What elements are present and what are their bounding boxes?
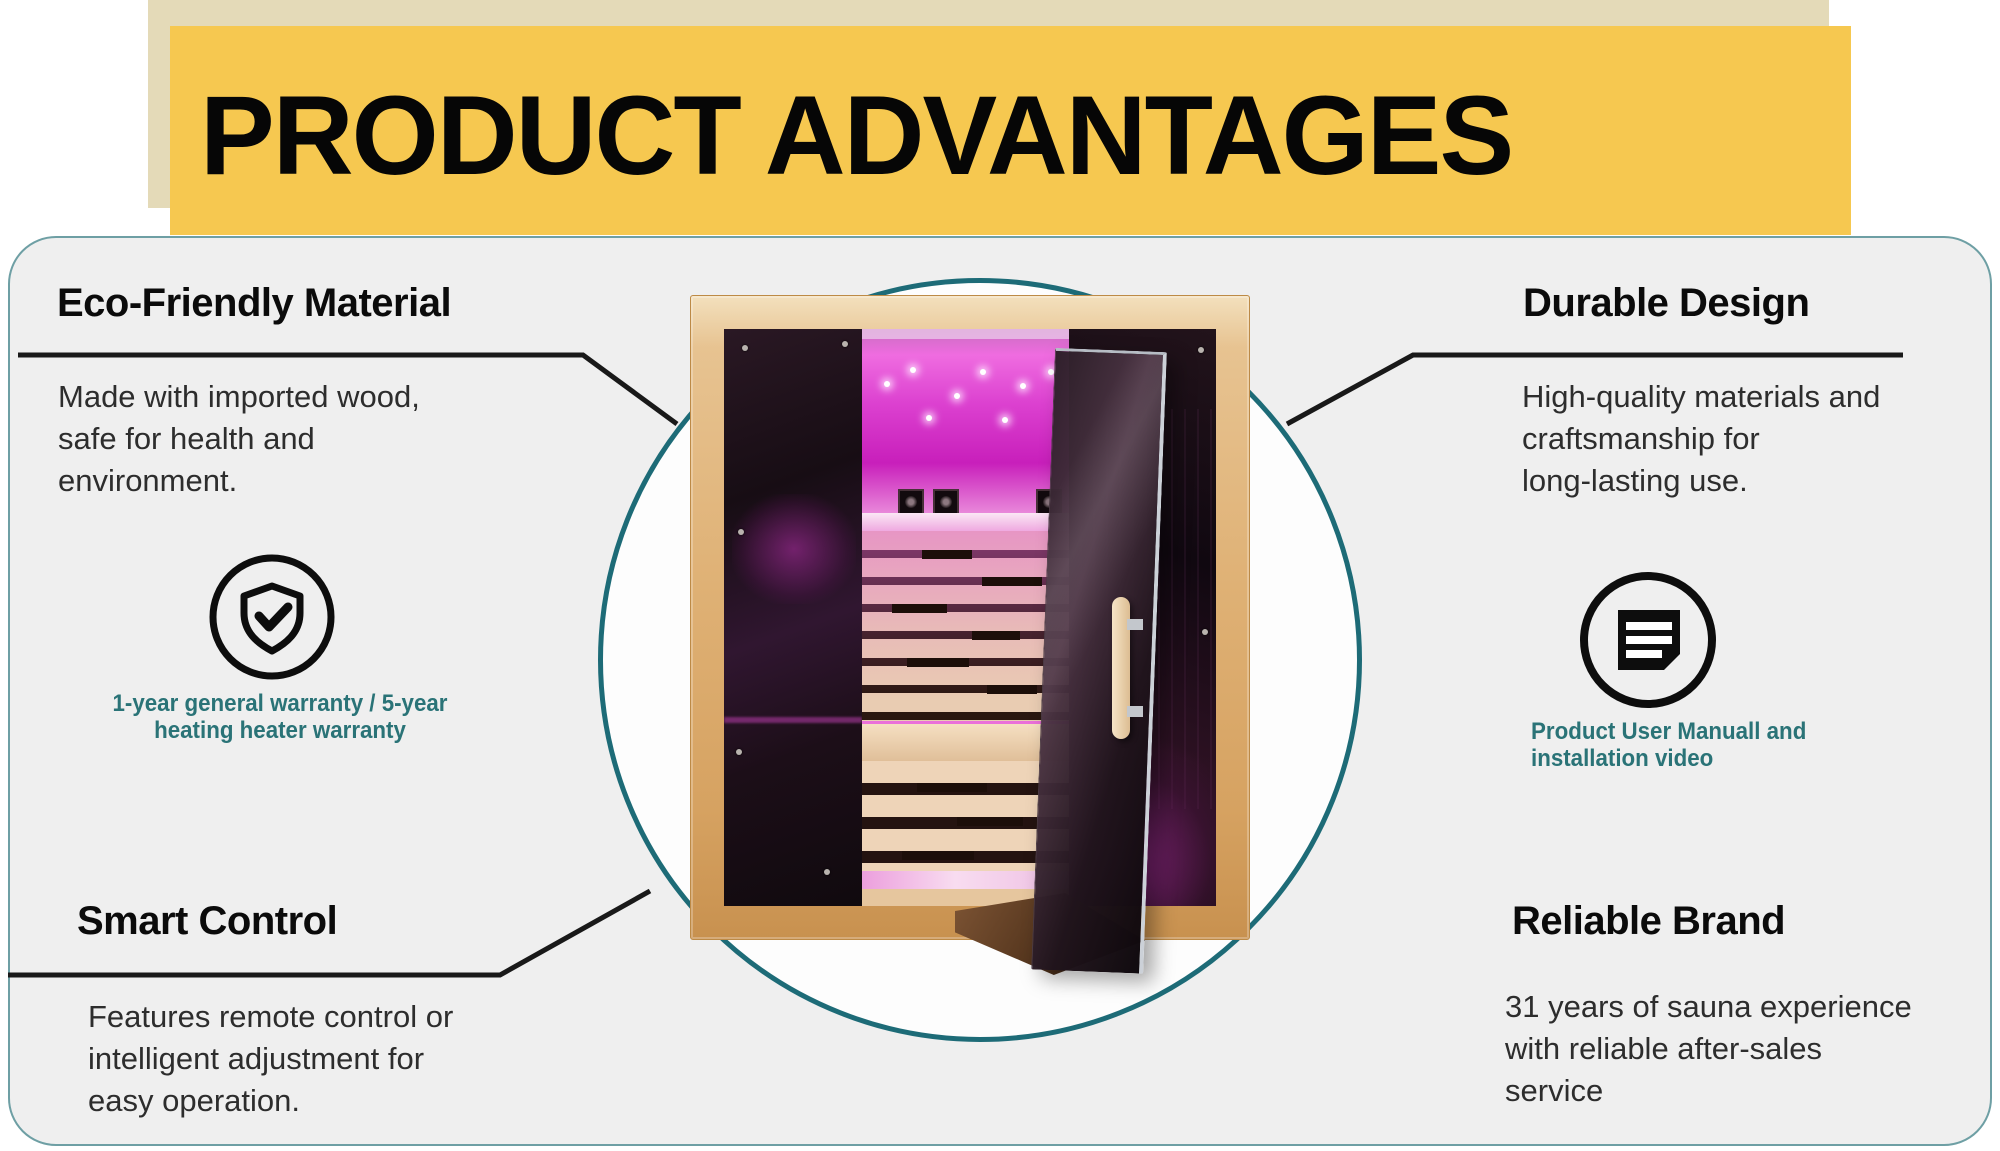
durable-body-line: long-lasting use. — [1522, 463, 1748, 498]
sauna-ceiling-strip — [862, 329, 1069, 339]
durable-body: High-quality materials and craftsmanship… — [1522, 376, 1880, 502]
eco-title: Eco-Friendly Material — [57, 281, 452, 325]
reliable-title: Reliable Brand — [1512, 899, 1786, 943]
eco-body-line: safe for health and — [58, 421, 315, 456]
page-title: PRODUCT ADVANTAGES — [200, 73, 1514, 198]
smart-body-line: Features remote control or — [88, 999, 454, 1034]
led-light — [954, 393, 960, 399]
sauna-bench — [862, 721, 1069, 761]
smart-body-line: easy operation. — [88, 1083, 300, 1118]
slat-gap — [917, 783, 987, 792]
durable-caption-line: Product User Manuall and — [1531, 718, 1807, 745]
eco-caption: 1-year general warranty / 5-year heating… — [108, 690, 452, 744]
smart-body: Features remote control or intelligent a… — [88, 996, 453, 1122]
durable-body-line: High-quality materials and — [1522, 379, 1881, 414]
sauna-glow-line — [724, 717, 862, 723]
title-banner — [170, 26, 1851, 235]
reliable-body-line: service — [1505, 1073, 1604, 1108]
sauna-purple-glow — [732, 494, 856, 604]
eco-body-line: Made with imported wood, — [58, 379, 420, 414]
sauna-floor-glow — [862, 871, 1069, 889]
screw — [1202, 629, 1208, 635]
reliable-body-line: 31 years of sauna experience — [1505, 989, 1912, 1024]
screw — [824, 869, 830, 875]
led-light — [1048, 369, 1054, 375]
screw — [738, 529, 744, 535]
durable-body-line: craftsmanship for — [1522, 421, 1760, 456]
led-light — [1002, 417, 1008, 423]
sauna-door-handle — [1112, 597, 1143, 739]
sauna-bench-front-slats — [862, 761, 1069, 871]
slat-gap — [922, 550, 972, 559]
reliable-body: 31 years of sauna experience with reliab… — [1505, 986, 1912, 1112]
screw — [736, 749, 742, 755]
slat-gap — [957, 817, 1023, 826]
smart-body-line: intelligent adjustment for — [88, 1041, 425, 1076]
slat-gap — [987, 685, 1037, 694]
sauna-backrest-slats — [862, 531, 1069, 721]
sauna-pink-tint — [862, 531, 1069, 721]
slat-gap — [907, 658, 969, 667]
eco-caption-line: 1-year general warranty / 5-year — [112, 690, 448, 717]
document-icon — [1576, 568, 1721, 718]
led-light — [980, 369, 986, 375]
led-light — [1020, 383, 1026, 389]
sauna-light-band — [862, 513, 1069, 531]
eco-body-line: environment. — [58, 463, 238, 498]
slat-gap — [892, 604, 947, 613]
durable-title: Durable Design — [1523, 281, 1810, 325]
spotlight — [898, 489, 924, 515]
eco-caption-line: heating heater warranty — [154, 717, 406, 744]
sauna-product-image — [690, 295, 1250, 985]
shield-check-icon — [205, 550, 340, 690]
eco-body: Made with imported wood, safe for health… — [58, 376, 420, 502]
screw — [742, 345, 748, 351]
reliable-body-line: with reliable after-sales — [1505, 1031, 1823, 1066]
led-light — [910, 367, 916, 373]
screw — [1198, 347, 1204, 353]
led-light — [884, 381, 890, 387]
slat-gap — [972, 631, 1020, 640]
sauna-glass-door — [1031, 347, 1167, 974]
smart-title: Smart Control — [77, 899, 338, 943]
spotlight — [933, 489, 959, 515]
sauna-left-glass-panel — [724, 329, 862, 906]
durable-caption: Product User Manuall and installation vi… — [1531, 718, 1806, 772]
slat-gap — [982, 577, 1042, 586]
led-light — [926, 415, 932, 421]
screw — [842, 341, 848, 347]
sauna-led-ceiling — [862, 329, 1069, 515]
slat-gap — [902, 851, 974, 860]
durable-caption-line: installation video — [1531, 745, 1714, 772]
